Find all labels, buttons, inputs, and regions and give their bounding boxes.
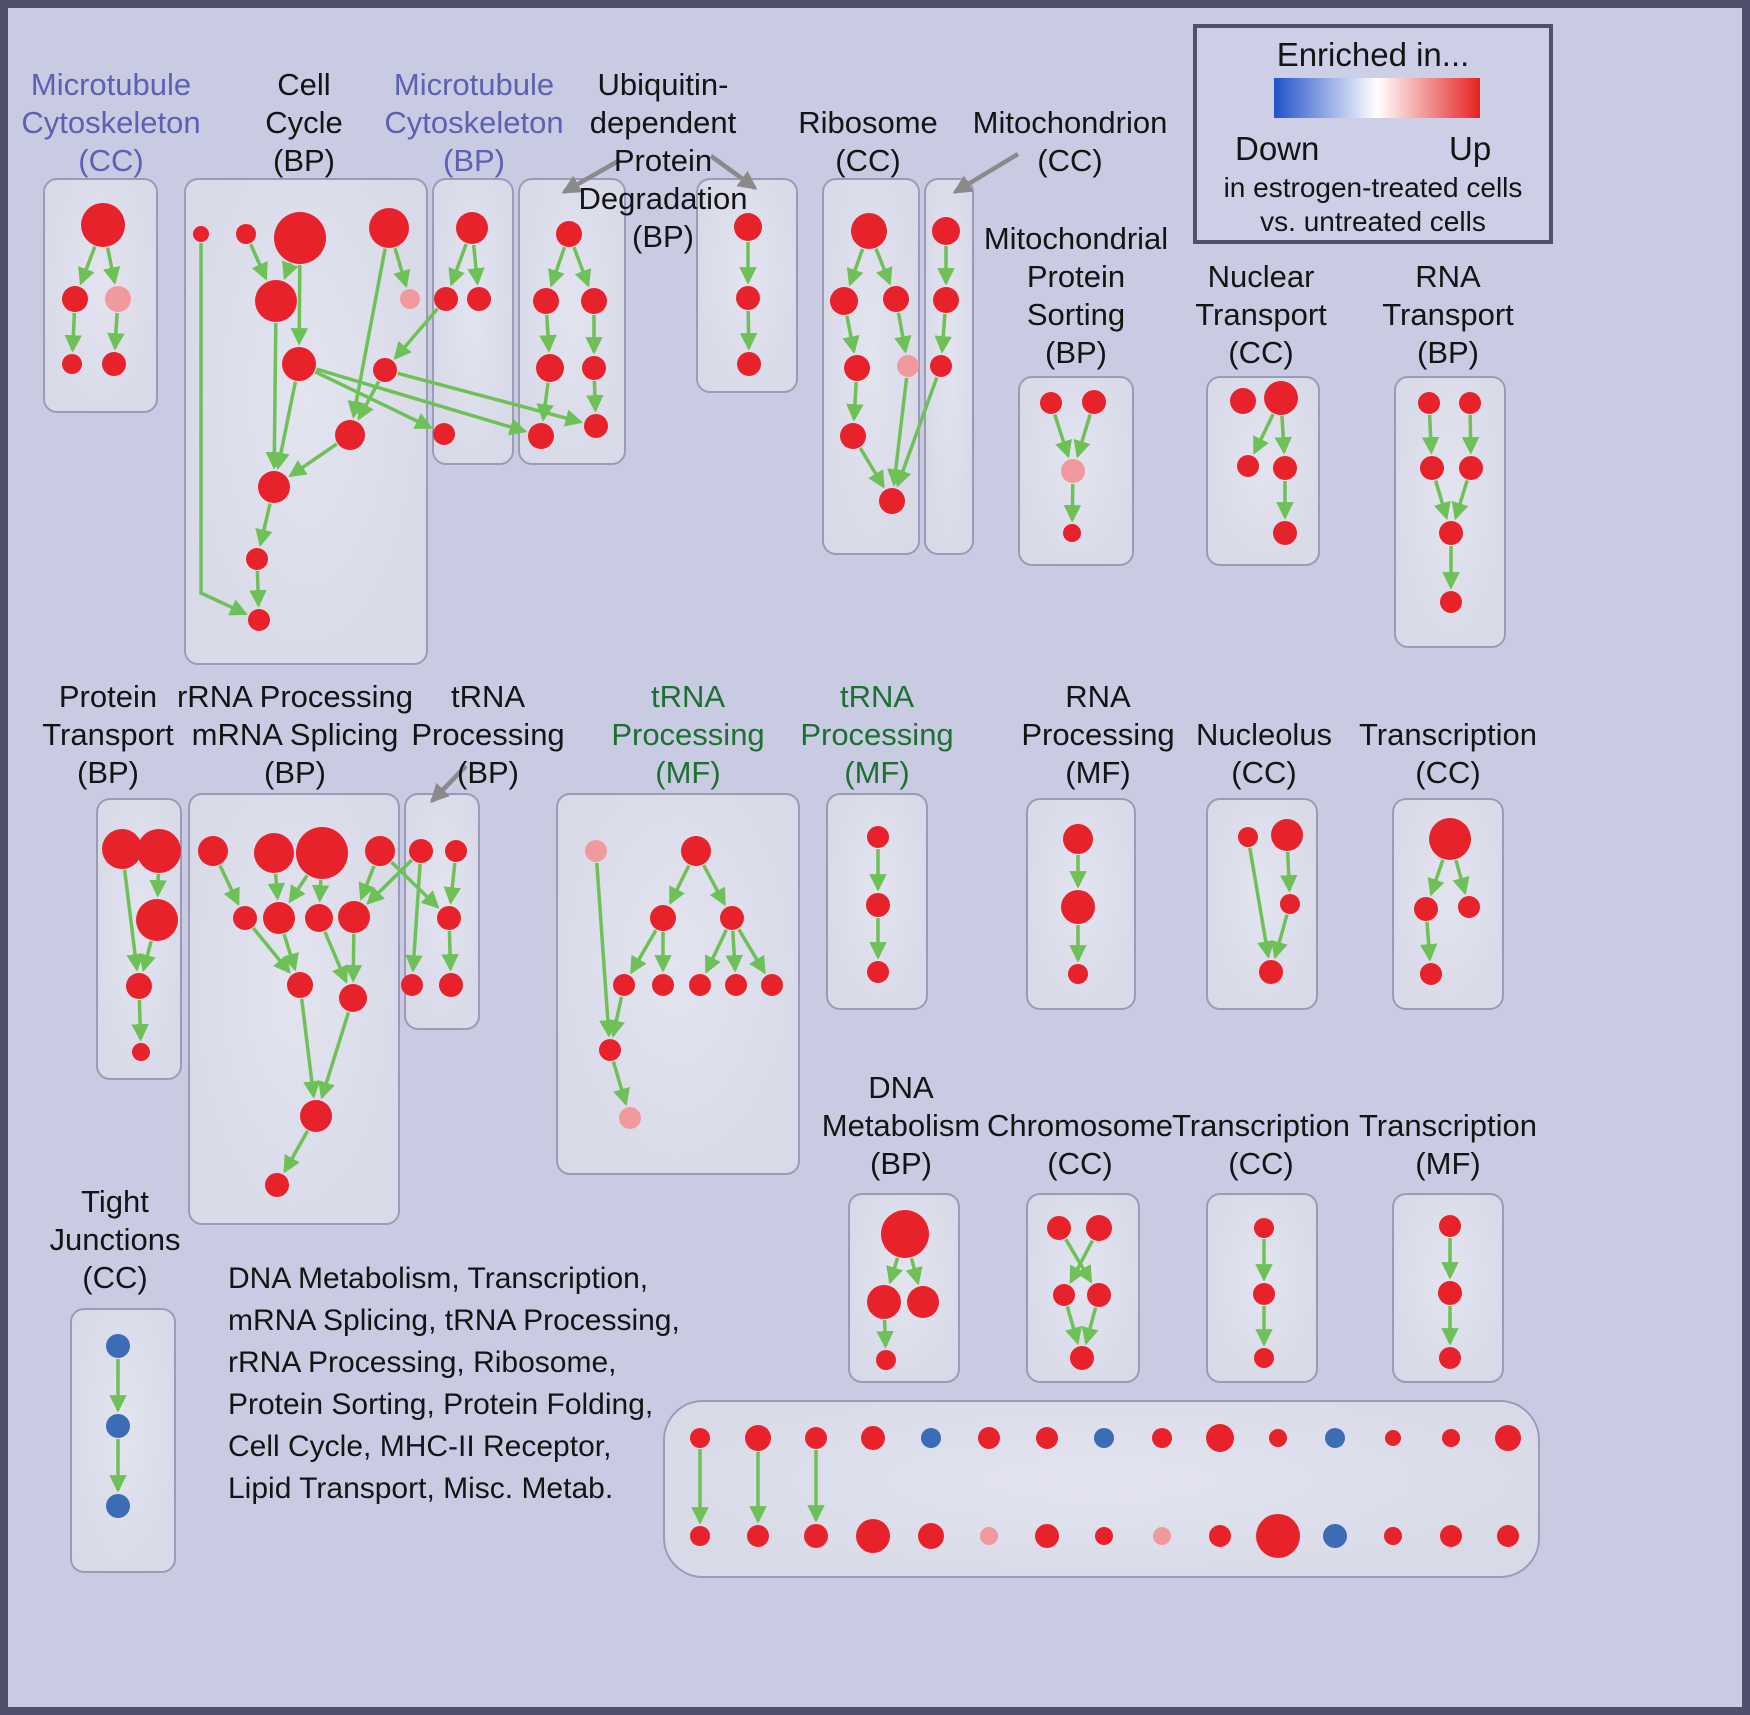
legend-gradient-bar — [1274, 78, 1480, 118]
cluster-label-rna-processing-mf: RNA Processing (MF) — [1021, 679, 1175, 790]
cluster-label-mitochondrial-protein-sorting-bp: Mitochondrial Protein Sorting (BP) — [983, 221, 1169, 370]
cluster-label-chromosome-cc: Chromosome (CC) — [986, 1108, 1174, 1181]
cluster-label-nucleolus-cc: Nucleolus (CC) — [1195, 717, 1333, 790]
cluster-label-mitochondrion-cc: Mitochondrion (CC) — [972, 105, 1168, 178]
cluster-label-trna-processing-mf-2: tRNA Processing (MF) — [800, 679, 954, 790]
cluster-label-layer: Microtubule Cytoskeleton (CC) Cell Cycle … — [8, 8, 1742, 1707]
cluster-label-trna-processing-bp: tRNA Processing (BP) — [411, 679, 565, 790]
legend-title: Enriched in... — [1276, 36, 1470, 73]
legend-subtitle-line1: in estrogen-treated cells — [1223, 172, 1523, 203]
legend-subtitle-line2: vs. untreated cells — [1260, 206, 1486, 237]
cluster-label-nuclear-transport-cc: Nuclear Transport (CC) — [1195, 259, 1327, 370]
cluster-label-rna-transport-bp: RNA Transport (BP) — [1382, 259, 1514, 370]
cluster-label-dna-metabolism-bp: DNA Metabolism (BP) — [821, 1070, 981, 1181]
footnote-text: DNA Metabolism, Transcription, mRNA Spli… — [228, 1262, 680, 1505]
legend-up-label: Up — [1449, 130, 1492, 167]
cluster-label-rrna-processing-mrna-splicing-bp: rRNA Processing mRNA Splicing (BP) — [176, 679, 414, 790]
cluster-label-ubiquitin-dependent-protein-degradation-bp: Ubiquitin- dependent Protein Degradation… — [578, 67, 748, 254]
cluster-label-microtubule-cytoskeleton-bp: Microtubule Cytoskeleton (BP) — [384, 67, 564, 178]
cluster-label-trna-processing-mf-1: tRNA Processing (MF) — [611, 679, 765, 790]
legend: Enriched in... Down Up in estrogen-treat… — [1193, 24, 1553, 244]
legend-down-label: Down — [1235, 130, 1320, 167]
cluster-label-cell-cycle-bp: Cell Cycle (BP) — [265, 67, 343, 178]
cluster-label-ribosome-cc: Ribosome (CC) — [798, 105, 938, 178]
cluster-box-nuclear-transport — [1206, 376, 1320, 566]
cluster-label-transcription-mf: Transcription (MF) — [1358, 1108, 1538, 1181]
cluster-label-transcription-cc-bottom: Transcription (CC) — [1171, 1108, 1351, 1181]
cluster-label-microtubule-cytoskeleton-cc: Microtubule Cytoskeleton (CC) — [21, 67, 201, 178]
cluster-label-transcription-cc-middle: Transcription (CC) — [1358, 717, 1538, 790]
cluster-label-protein-transport-bp: Protein Transport (BP) — [42, 679, 174, 790]
cluster-label-tight-junctions-cc: Tight Junctions (CC) — [49, 1184, 181, 1295]
